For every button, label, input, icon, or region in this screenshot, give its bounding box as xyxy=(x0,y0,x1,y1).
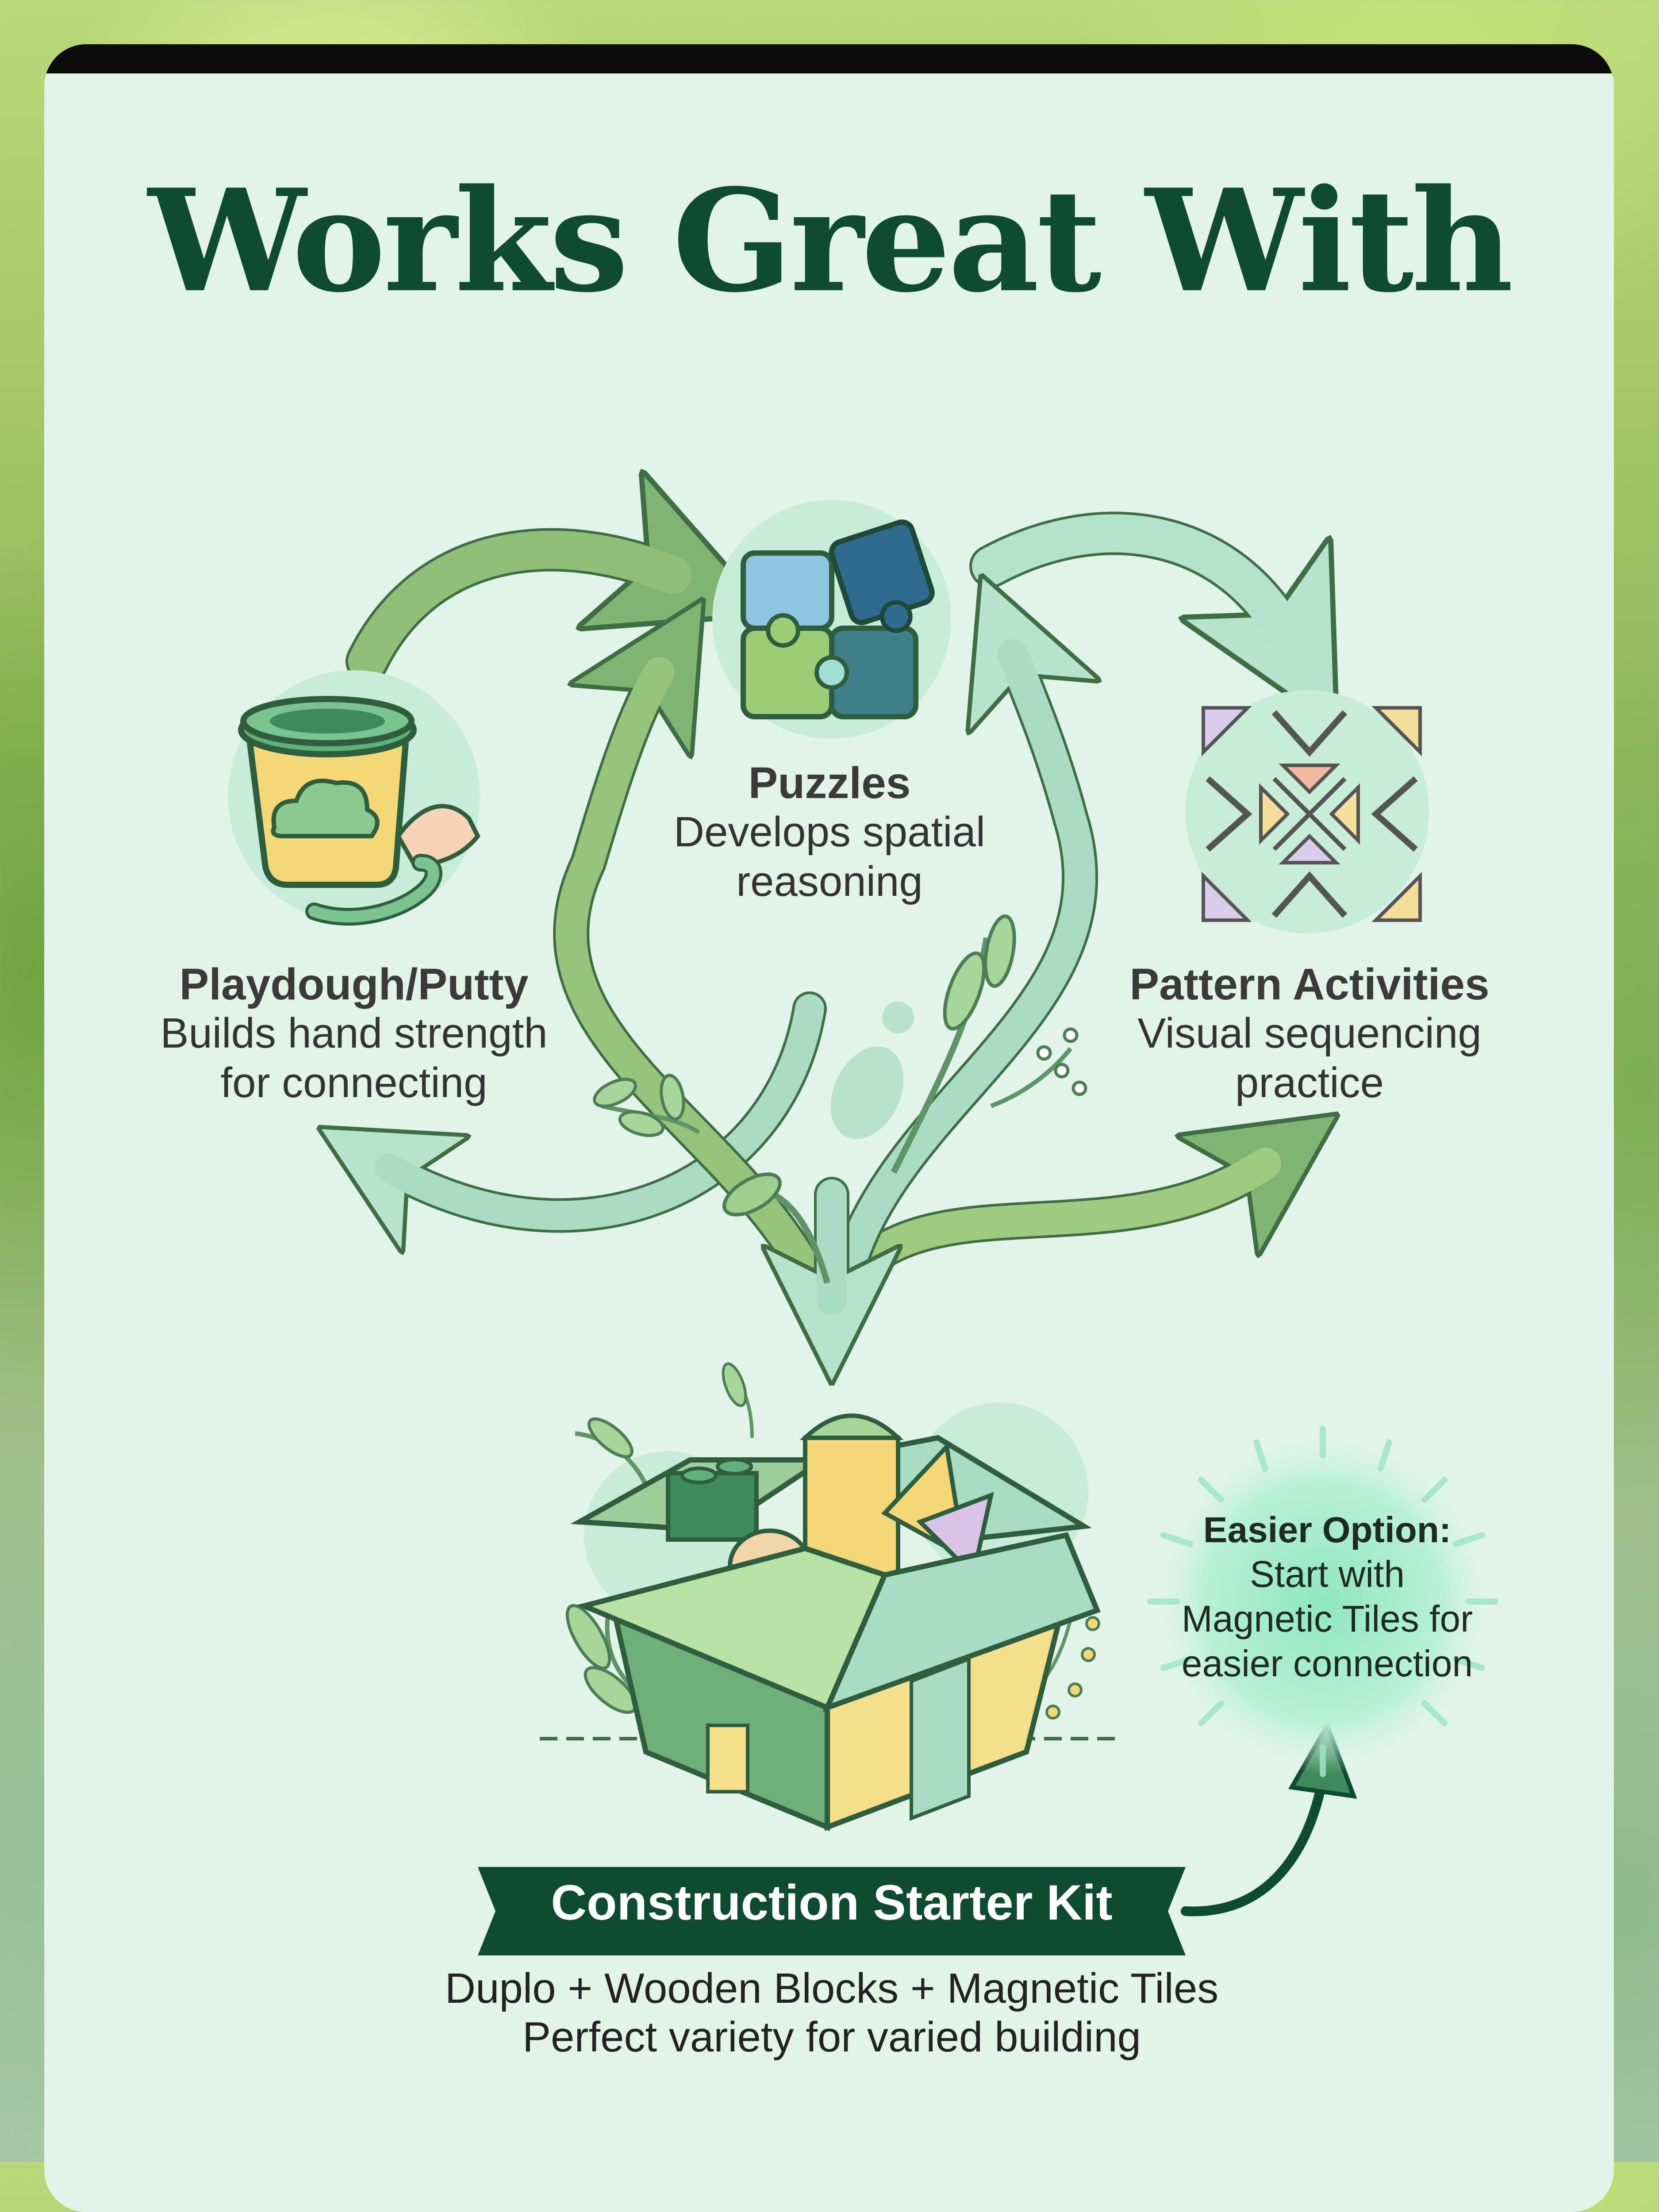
item-name: Puzzles xyxy=(748,758,911,808)
arrow-center-to-pattern xyxy=(844,1164,1265,1284)
item-name: Playdough/Putty xyxy=(179,960,529,1009)
item-playdough: Playdough/Putty Builds hand strength for… xyxy=(124,960,584,1108)
easier-option-line: Start with xyxy=(1249,1553,1405,1595)
easier-option-heading: Easier Option: xyxy=(1203,1510,1452,1550)
card-top-bar xyxy=(44,44,1614,73)
pattern-tile-icon xyxy=(1186,690,1429,933)
kit-desc-line: Duplo + Wooden Blocks + Magnetic Tiles xyxy=(445,1965,1219,2012)
kit-description: Duplo + Wooden Blocks + Magnetic Tiles P… xyxy=(345,1964,1318,2062)
easier-option-burst xyxy=(1147,1426,1498,1777)
puzzle-pieces-icon xyxy=(712,500,951,739)
item-desc-line: reasoning xyxy=(736,858,923,906)
illustration-layer xyxy=(228,0,1498,1955)
open-toy-box-icon xyxy=(540,1362,1124,1831)
arrow-puzzles-to-pattern xyxy=(969,511,1287,637)
playdough-tub-icon xyxy=(228,670,480,926)
item-desc-line: Builds hand strength xyxy=(160,1010,548,1057)
easier-option-line: Magnetic Tiles for xyxy=(1181,1598,1473,1640)
infographic-card xyxy=(44,44,1614,2212)
vine-leaves-decoration xyxy=(593,914,1087,1284)
kit-desc-line: Perfect variety for varied building xyxy=(522,2013,1141,2061)
easier-option-callout: Easier Option: Start with Magnetic Tiles… xyxy=(1124,1509,1531,1686)
item-name: Pattern Activities xyxy=(1129,960,1490,1009)
arrow-right-loop-to-puzzles xyxy=(822,655,1080,1323)
item-desc-line: practice xyxy=(1235,1059,1384,1107)
item-desc-line: Develops spatial xyxy=(673,808,986,856)
item-pattern-activities: Pattern Activities Visual sequencing pra… xyxy=(1084,960,1535,1108)
item-desc-line: for connecting xyxy=(220,1059,488,1107)
arrow-center-to-playdough xyxy=(389,991,827,1215)
item-desc-line: Visual sequencing xyxy=(1137,1010,1482,1057)
kit-banner-ribbon xyxy=(478,1867,1186,1955)
kit-banner-title: Construction Starter Kit xyxy=(551,1875,1113,1930)
easier-option-line: easier connection xyxy=(1181,1642,1473,1684)
item-puzzles: Puzzles Develops spatial reasoning xyxy=(619,759,1040,907)
page-title: Works Great With xyxy=(148,158,1513,323)
arrow-playdough-to-puzzles xyxy=(346,550,672,683)
